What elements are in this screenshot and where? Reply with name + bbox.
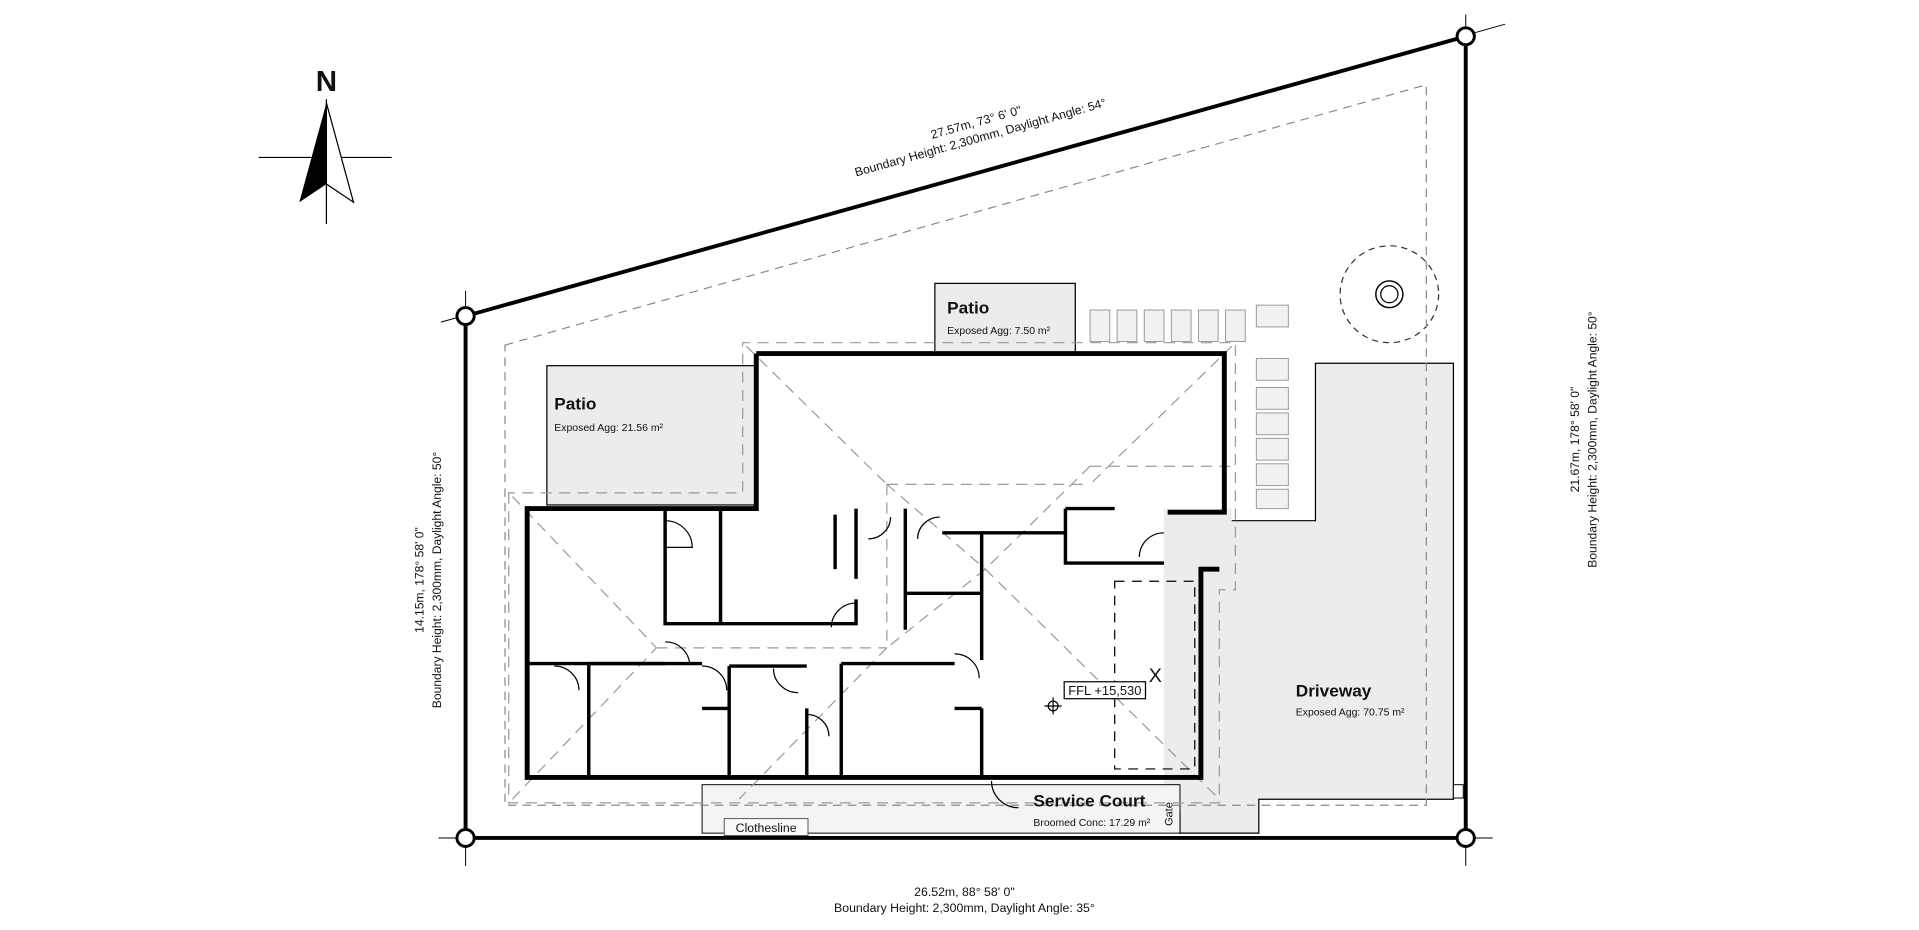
clothesline-box: [723, 818, 809, 837]
service-court-title: Service Court: [1033, 792, 1145, 811]
doors: [554, 516, 1164, 809]
west-boundary-length: 14.15m, 178° 58' 0": [413, 527, 427, 633]
svg-text:X: X: [1149, 665, 1162, 687]
survey-peg-icon: [455, 828, 476, 848]
driveway-detail: Exposed Agg: 70.75 m²: [1296, 708, 1405, 719]
ffl-marker: FFL +15,530: [1044, 681, 1147, 715]
north-label: N: [316, 65, 337, 98]
east-boundary-length: 21.67m, 178° 58' 0": [1568, 387, 1582, 493]
patio-north-title: Patio: [947, 299, 989, 318]
exterior-walls: [524, 351, 1227, 780]
south-boundary-height: Boundary Height: 2,300mm, Daylight Angle…: [834, 901, 1095, 915]
survey-peg-icon: [1455, 26, 1476, 47]
setback-line: [504, 83, 1427, 806]
roof-outline: [508, 342, 1237, 804]
tree-icon: [1339, 245, 1440, 344]
garage-door-marker: X: [1114, 580, 1196, 770]
clothesline-label: Clothesline: [736, 821, 797, 835]
patio-north-detail: Exposed Agg: 7.50 m²: [947, 326, 1050, 337]
ffl-label: FFL +15,530: [1068, 683, 1141, 698]
south-boundary-length: 26.52m, 88° 58' 0": [914, 885, 1015, 899]
survey-peg-icon: [1455, 828, 1476, 848]
gate-label: Gate: [1164, 802, 1176, 826]
east-boundary-height: Boundary Height: 2,300mm, Daylight Angle…: [1585, 311, 1599, 567]
site-boundary: [438, 14, 1506, 866]
stepping-stones: [1089, 304, 1289, 510]
west-boundary-height: Boundary Height: 2,300mm, Daylight Angle…: [430, 452, 444, 708]
patio-north-area: [934, 282, 1076, 355]
service-court-detail: Broomed Conc: 17.29 m²: [1033, 818, 1150, 829]
patio-west-title: Patio: [554, 394, 596, 413]
survey-peg-icon: [455, 306, 476, 326]
driveway-title: Driveway: [1296, 681, 1372, 700]
patio-west-detail: Exposed Agg: 21.56 m²: [554, 423, 663, 434]
patio-west-area: [546, 365, 757, 506]
north-boundary-height: Boundary Height: 2,300mm, Daylight Angle…: [853, 96, 1108, 180]
north-arrow-icon: N: [258, 65, 392, 225]
interior-walls: [527, 506, 1164, 778]
